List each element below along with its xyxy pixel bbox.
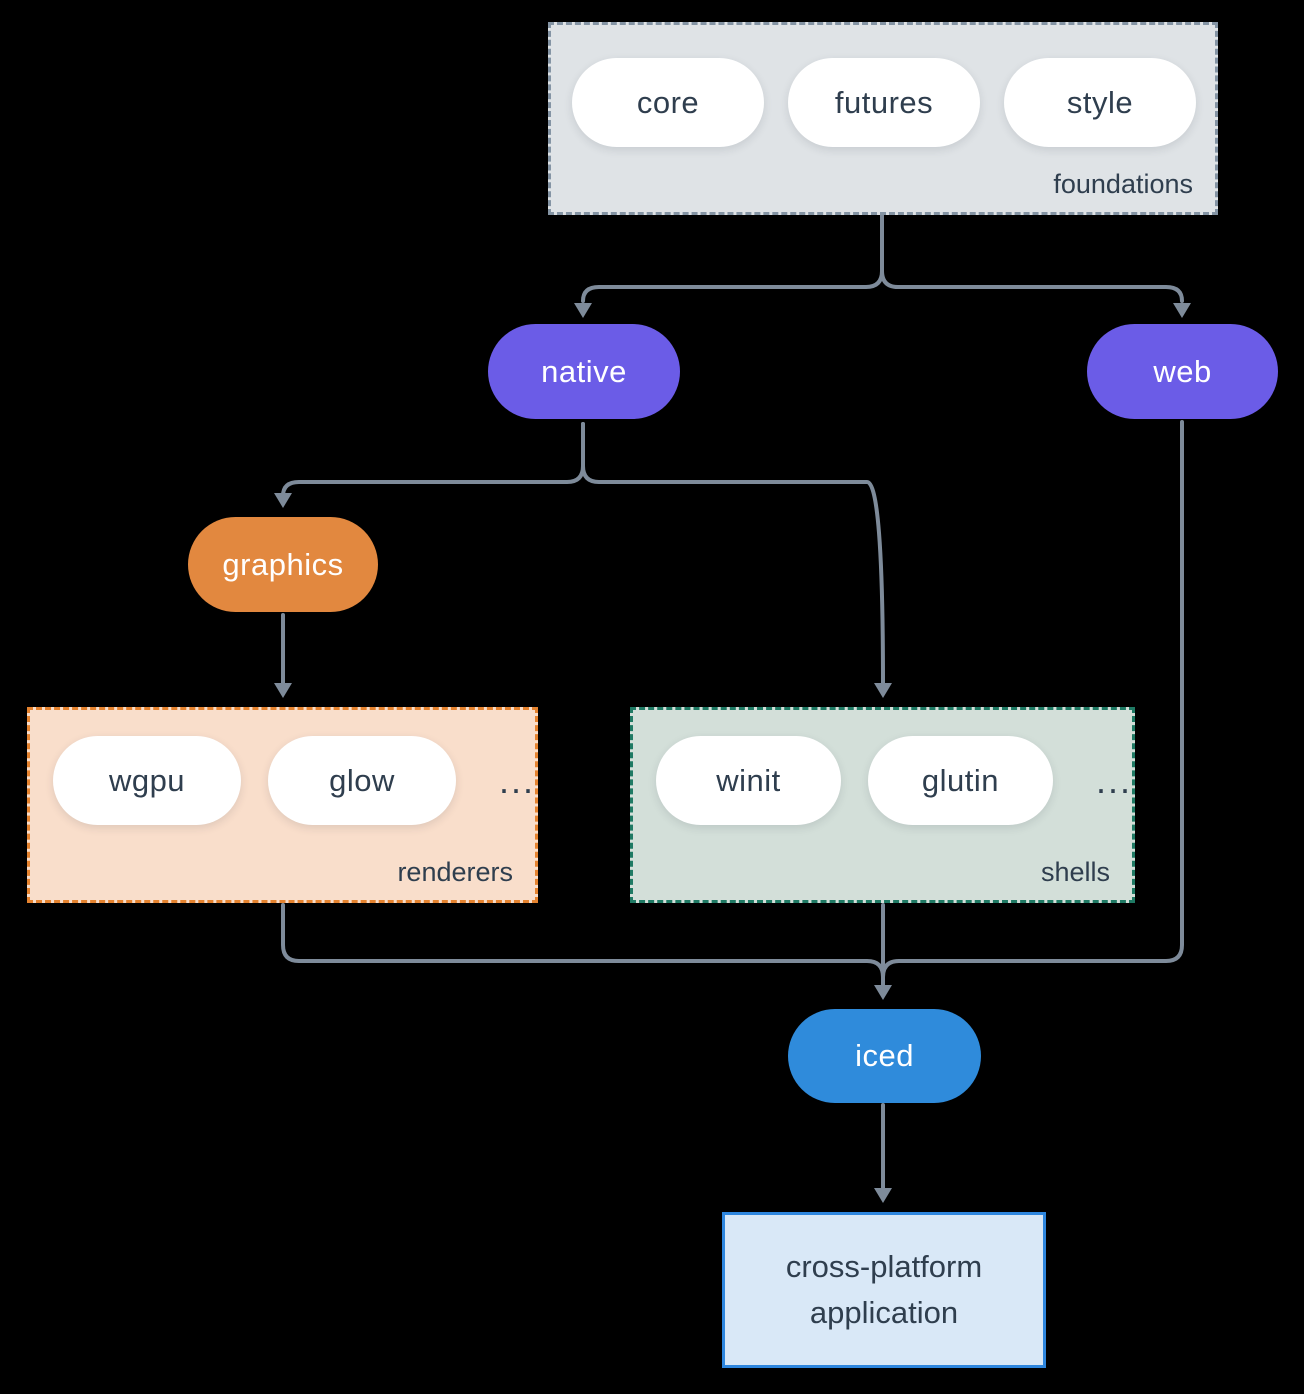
group-shells: winit glutin ... shells — [630, 707, 1135, 903]
node-iced: iced — [788, 1009, 981, 1103]
renderers-pill-row: wgpu glow ... — [30, 710, 535, 825]
arrowhead-iced — [874, 985, 892, 1000]
group-foundations: core futures style foundations — [548, 22, 1218, 215]
group-renderers: wgpu glow ... renderers — [27, 707, 538, 903]
node-cross-platform-application: cross-platform application — [722, 1212, 1046, 1368]
shells-ellipsis: ... — [1095, 759, 1132, 801]
shells-label: shells — [1040, 857, 1110, 887]
arrowhead-native — [574, 303, 592, 318]
foundations-pill-row: core futures style — [551, 25, 1215, 147]
node-style: style — [1004, 58, 1196, 147]
arrowhead-graphics — [274, 493, 292, 508]
node-wgpu: wgpu — [53, 736, 241, 825]
edge-foundations-web — [880, 214, 1184, 303]
foundations-label: foundations — [1053, 169, 1193, 199]
node-native: native — [488, 324, 680, 419]
arrowhead-renderers — [274, 683, 292, 698]
node-glow: glow — [267, 736, 456, 825]
arrowhead-application — [874, 1188, 892, 1203]
node-winit: winit — [656, 736, 841, 825]
renderers-label: renderers — [397, 857, 513, 887]
edge-native-shells — [581, 422, 885, 687]
node-web: web — [1087, 324, 1278, 419]
arrowhead-shells — [874, 683, 892, 698]
edge-renderers-iced — [281, 903, 885, 979]
node-futures: futures — [788, 58, 980, 147]
node-graphics: graphics — [188, 517, 378, 612]
node-glutin: glutin — [867, 736, 1053, 825]
edge-foundations-native — [581, 214, 884, 303]
edge-native-graphics — [281, 422, 585, 498]
renderers-ellipsis: ... — [498, 759, 535, 801]
node-core: core — [572, 58, 764, 147]
shells-pill-row: winit glutin ... — [633, 710, 1132, 825]
arrowhead-web — [1173, 303, 1191, 318]
